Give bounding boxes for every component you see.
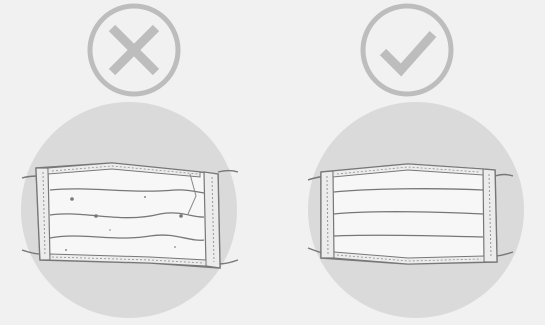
check-mark-icon: [363, 6, 451, 94]
dirty-mask: [36, 163, 220, 268]
correct-example-panel: [273, 0, 545, 325]
incorrect-example-panel: [0, 0, 272, 325]
incorrect-example-graphic: [0, 0, 272, 325]
correct-example-graphic: [273, 0, 545, 325]
cross-mark-icon: [90, 6, 178, 94]
clean-mask: [321, 164, 497, 264]
